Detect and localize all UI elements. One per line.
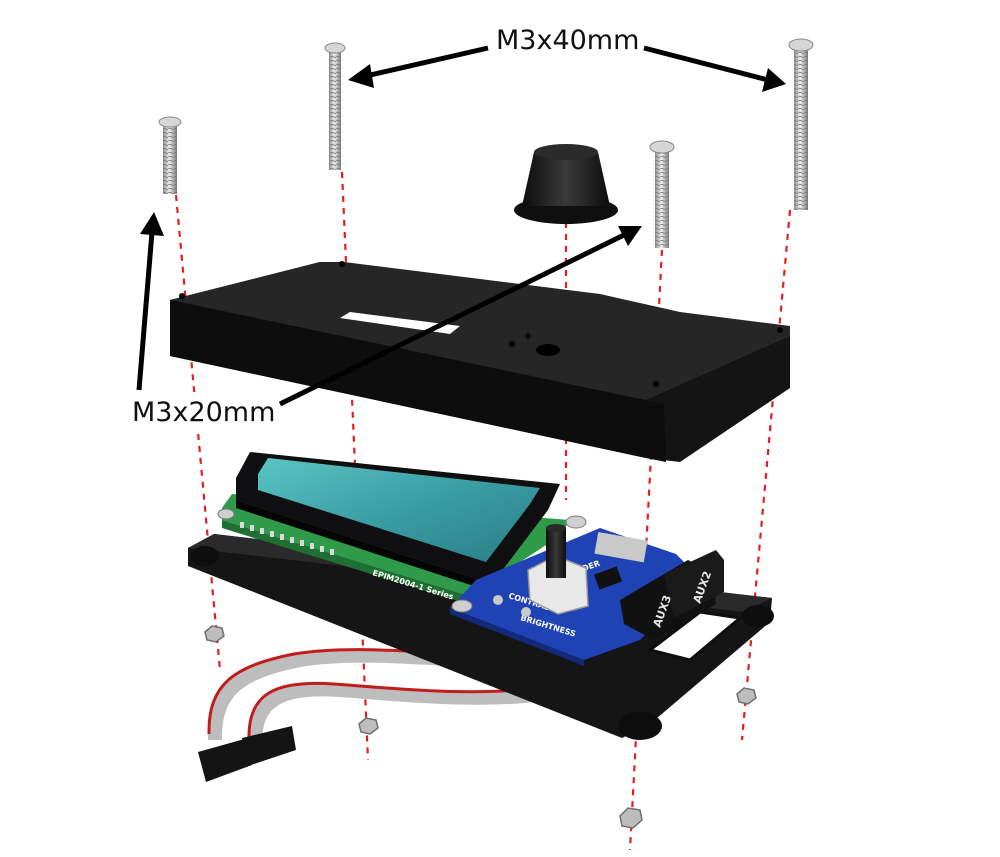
nut-left [204, 625, 225, 643]
arrow-m3x20-left [136, 231, 155, 391]
callout-arrows [136, 45, 786, 407]
screw-m3x40-right [788, 38, 814, 210]
encoder-shaft [546, 528, 566, 578]
arrow-m3x40-right [643, 45, 769, 83]
guide-line-far-right [740, 209, 792, 741]
encoder-knob [514, 144, 618, 224]
standoff-left [191, 546, 219, 566]
sd-card-slot [594, 531, 648, 563]
screw-m3x40-left [324, 42, 346, 170]
ribbon-connectors [198, 726, 296, 782]
aux-connectors: AUX3 AUX2 [620, 550, 724, 640]
nut-bottom [619, 807, 643, 829]
screw-m3x20-right [649, 140, 675, 248]
knob-hole [536, 344, 560, 356]
callout-m3x20mm: M3x20mm [128, 396, 280, 430]
lcd-mount-screws [217, 508, 587, 613]
rotary-encoder [527, 524, 589, 615]
arrow-m3x40-left [365, 45, 489, 79]
nut-right [736, 687, 757, 705]
brightness-pot [521, 607, 531, 617]
screw-m3x20-left [158, 116, 182, 194]
lcd-header-pins [240, 522, 334, 555]
callout-m3x40mm: M3x40mm [492, 24, 644, 58]
lcd-module: EPIM2004-1 Series [222, 452, 570, 604]
controller-chip [593, 566, 623, 590]
contrast-pot [493, 595, 503, 605]
standoff-back-right [742, 605, 774, 627]
guide-line-left [174, 194, 222, 671]
nut-mid [358, 717, 379, 735]
hex-nuts [204, 625, 757, 829]
top-housing [170, 261, 790, 462]
arrow-m3x20-right [278, 231, 628, 407]
standoff-front-right [618, 712, 662, 740]
